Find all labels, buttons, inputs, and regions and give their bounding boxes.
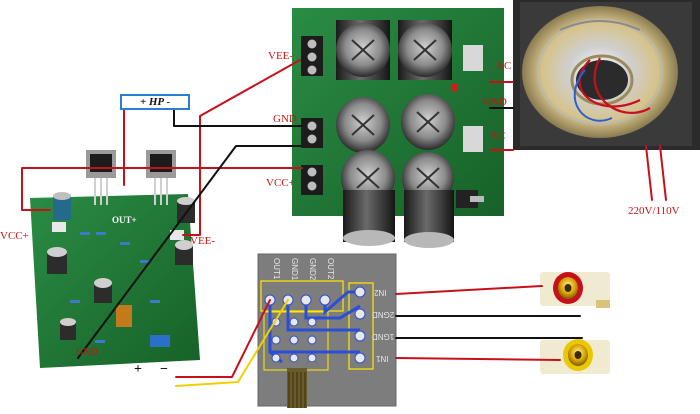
selector-label-in2: IN2 (374, 288, 387, 297)
ac-label-bottom: AC (490, 130, 506, 142)
mains-voltage-label: 220V/110V (628, 205, 680, 217)
amplifier-board (30, 150, 200, 368)
selector-label-out2: OUT2 (326, 258, 335, 280)
selector-label-out1: OUT1 (272, 258, 281, 280)
vee-label-amp: VEE- (190, 235, 216, 247)
minus-sign: − (160, 362, 168, 377)
selector-label-2gnd: 2GND (372, 310, 395, 319)
wires (21, 59, 667, 387)
gnd-label-transformer: GND (483, 96, 507, 108)
rca-jacks (540, 272, 610, 374)
headphone-label: + HP - (120, 94, 190, 110)
plus-sign: + (134, 362, 142, 377)
power-supply-board (292, 8, 504, 248)
vcc-label-psu: VCC+ (266, 177, 295, 189)
selector-label-gnd2: GND2 (308, 258, 317, 281)
gnd-label-psu: GND (273, 113, 297, 125)
input-selector-board (257, 253, 397, 408)
selector-label-1gnd: 1GND (372, 332, 395, 341)
vcc-label-amp: VCC+ (0, 230, 29, 242)
selector-label-gnd1: GND1 (290, 258, 299, 281)
vee-label-psu: VEE- (268, 50, 294, 62)
transformer (513, 0, 700, 150)
out-plus-label: OUT+ (112, 215, 137, 225)
filter-capacitors (336, 20, 455, 248)
gnd-label-amp: GND (76, 347, 98, 358)
selector-label-in1: IN1 (376, 354, 389, 363)
ac-label-top: AC (496, 60, 512, 72)
